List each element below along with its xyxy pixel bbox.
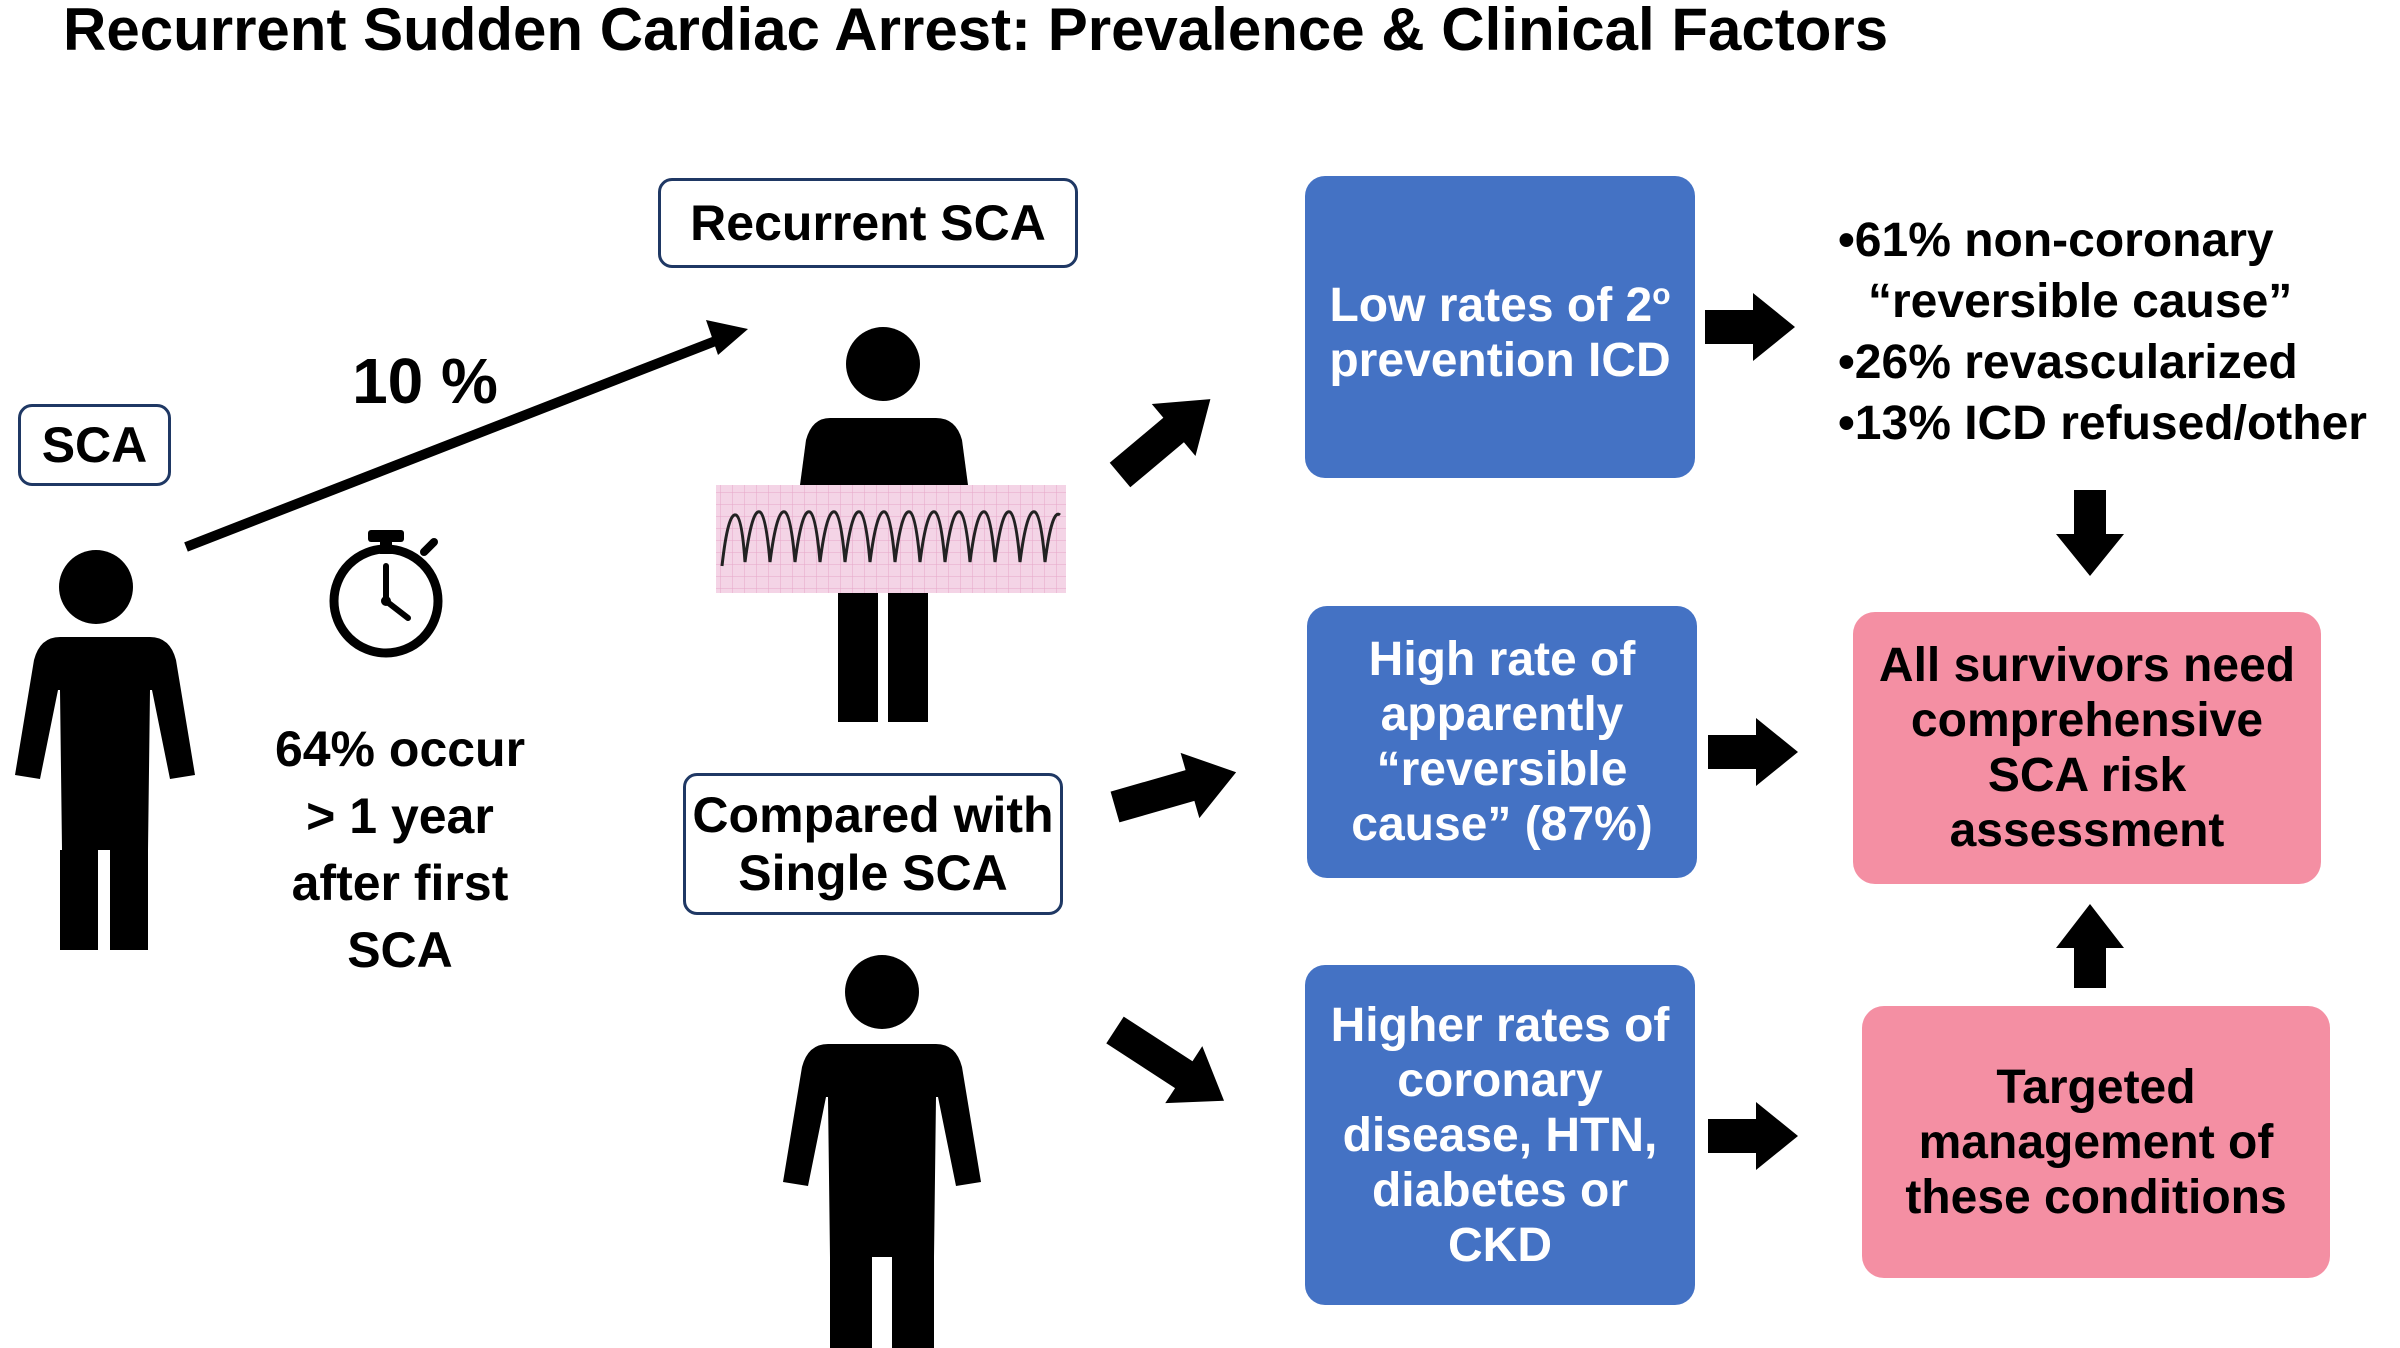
stopwatch-icon (329, 530, 443, 658)
bullet-item: •13% ICD refused/other (1838, 397, 2367, 450)
sca-label: SCA (18, 404, 171, 486)
box-comorbidities: Higher rates of coronary disease, HTN, d… (1305, 965, 1695, 1305)
bullet-item: •26% revascularized (1838, 336, 2298, 389)
block-arrow-reversible-to-survivors (1708, 718, 1798, 786)
block-arrow-bullets-to-survivors (2056, 490, 2124, 576)
box-reversible-cause: High rate of apparently “reversible caus… (1307, 606, 1697, 878)
cause-bullet-list: •61% non-coronary “reversible cause” •26… (1838, 210, 2398, 454)
block-arrow-to-comorbid (1106, 1016, 1225, 1104)
block-arrow-comorbid-to-targeted (1708, 1102, 1798, 1170)
box-survivors-assessment: All survivors need comprehensive SCA ris… (1853, 612, 2321, 884)
block-arrow-to-reversible (1110, 752, 1237, 823)
box-low-icd-line2: prevention ICD (1329, 333, 1671, 387)
recurrence-arrow (184, 320, 748, 552)
bullet-item: •61% non-coronary (1838, 214, 2274, 267)
box-targeted-management: Targeted management of these conditions (1862, 1006, 2330, 1278)
person-icon-sca (15, 550, 195, 950)
box-low-icd-line1: Low rates of 2 (1329, 278, 1653, 332)
block-arrow-targeted-to-survivors (2056, 904, 2124, 988)
person-icon-recurrent (800, 327, 968, 722)
page-title: Recurrent Sudden Cardiac Arrest: Prevale… (63, 0, 1889, 63)
block-arrow-icd-to-bullets (1705, 293, 1795, 361)
timing-text: 64% occur > 1 year after first SCA (274, 721, 526, 978)
box-low-icd-superscript: o (1652, 277, 1671, 311)
bullet-item: “reversible cause” (1868, 275, 2293, 328)
box-low-icd: Low rates of 2o prevention ICD (1305, 176, 1695, 478)
person-icon-single (783, 955, 981, 1348)
recurrence-percent: 10 % (352, 345, 498, 417)
block-arrow-to-icd (1109, 399, 1211, 488)
compared-single-sca-label: Compared with Single SCA (683, 773, 1063, 915)
ecg-strip (716, 485, 1066, 593)
recurrent-sca-label: Recurrent SCA (658, 178, 1078, 268)
